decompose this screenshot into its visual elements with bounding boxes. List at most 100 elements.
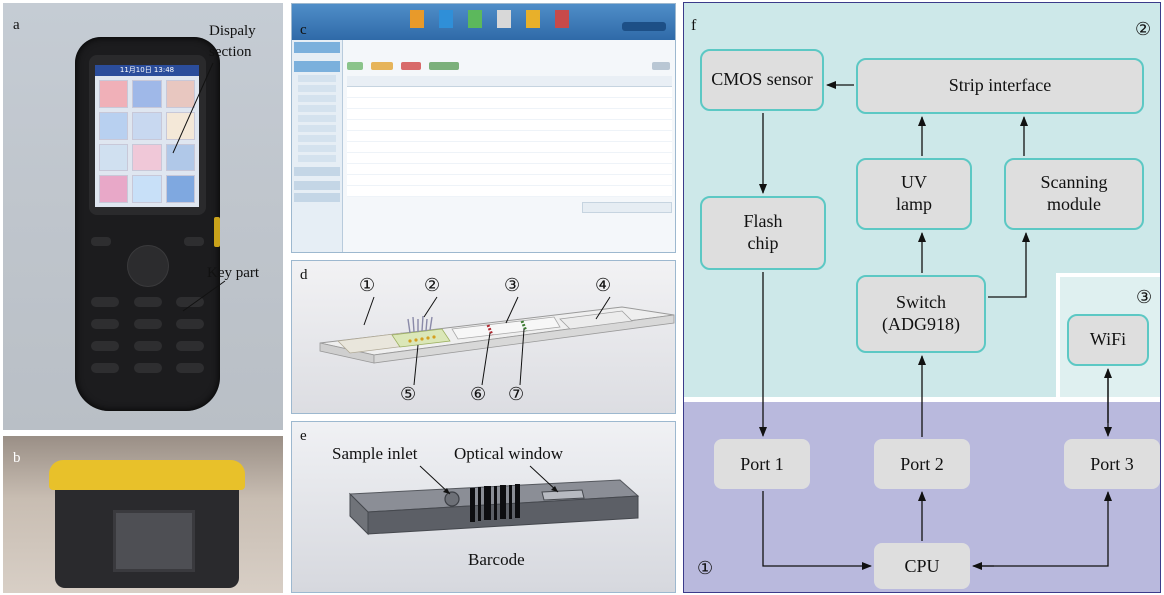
- screen-app-icon: [132, 111, 162, 140]
- header-icon: [439, 10, 453, 28]
- cpu-box: CPU: [874, 543, 970, 589]
- toolbar: [347, 60, 672, 72]
- region-2-marker: ②: [1135, 19, 1152, 40]
- device-keypad: [87, 227, 208, 397]
- header-icon: [555, 10, 569, 28]
- optical-window-arrowhead: [551, 486, 558, 492]
- absorbent-pad: [559, 310, 633, 330]
- display-section-label: Dispaly section: [209, 23, 256, 60]
- uv-lamp-box: UV lamp: [856, 158, 972, 230]
- sample-inlet-label: Sample inlet: [332, 444, 418, 463]
- scanning-module-box: Scanning module: [1004, 158, 1144, 230]
- table-body: [347, 87, 672, 197]
- header-icon: [468, 10, 482, 28]
- scanning-module-line-2: module: [1047, 194, 1101, 214]
- table-header: [347, 76, 672, 87]
- test-strip-drawing: [319, 296, 675, 386]
- panel-a-letter: a: [13, 17, 20, 33]
- conjugate-dots: [408, 335, 436, 343]
- region-3-marker: ③: [1136, 287, 1153, 308]
- panel-e-letter: e: [300, 428, 307, 444]
- handheld-device: 11月10日 13:48: [75, 37, 220, 411]
- port-2-box: Port 2: [874, 439, 970, 489]
- sample-inlet-arrowhead: [443, 488, 450, 494]
- panel-d: d ① ② ③ ④ ⑤ ⑥ ⑦: [291, 260, 676, 414]
- device-screen: 11月10日 13:48: [95, 65, 199, 207]
- sample-inlet-hole: [444, 491, 460, 507]
- screen-app-icon: [99, 143, 129, 172]
- sample-inlet-leader: [419, 465, 451, 495]
- panel-b: b: [3, 436, 283, 593]
- device-yellow-cap: [49, 460, 245, 490]
- barcode-label: Barcode: [468, 550, 525, 569]
- uv-lamp-line-1: UV: [901, 172, 927, 193]
- flash-chip-line-1: Flash: [743, 211, 783, 232]
- screen-app-icon: [165, 111, 195, 140]
- port-1-box: Port 1: [714, 439, 810, 489]
- screen-app-icon: [99, 80, 129, 108]
- key-row: [91, 319, 204, 331]
- arrow-cpu-to-port3: [974, 491, 1112, 567]
- region-1-marker: ①: [697, 558, 714, 579]
- strip-marker-6: ⑥: [470, 384, 487, 405]
- switch-adg918-box: Switch (ADG918): [856, 275, 986, 353]
- switch-line-1: Switch: [895, 292, 946, 313]
- panel-a: a 11月10日 13:48: [3, 3, 283, 430]
- panel-b-letter: b: [13, 450, 21, 466]
- key-part-label: Key part: [207, 265, 260, 281]
- screen-app-icon: [165, 143, 195, 172]
- screen-app-icon: [132, 80, 162, 108]
- header-icon: [410, 10, 424, 28]
- header-icon: [497, 10, 511, 28]
- flash-chip-box: Flash chip: [700, 196, 826, 270]
- switch-line-2: (ADG918): [882, 314, 960, 334]
- screen-app-icon: [165, 175, 195, 203]
- test-line: [486, 324, 494, 336]
- dpad: [127, 245, 169, 287]
- conjugate-bristles: [407, 315, 433, 334]
- pagination: [582, 202, 672, 213]
- header-user-area: [622, 22, 666, 31]
- key-row: [91, 237, 204, 249]
- strip-marker-3: ③: [504, 275, 521, 296]
- arrow-switch-to-scan: [988, 232, 1030, 298]
- screen-app-icon: [165, 80, 195, 108]
- screen-app-icon: [132, 175, 162, 203]
- screen-icon-grid: [99, 80, 195, 203]
- screen-app-icon: [132, 143, 162, 172]
- app-header-bar: [292, 4, 675, 40]
- strip-marker-1: ①: [359, 275, 376, 296]
- panel-c-letter: c: [300, 22, 307, 38]
- port-3-box: Port 3: [1064, 439, 1160, 489]
- uv-lamp-line-2: lamp: [896, 194, 932, 214]
- strip-interface-box: Strip interface: [856, 58, 1144, 114]
- wifi-box: WiFi: [1067, 314, 1149, 366]
- panel-f-diagram: f ② ③ ① CMOS sensor Strip interface UV l…: [683, 2, 1161, 593]
- leader-lines: [363, 296, 611, 386]
- panel-d-letter: d: [300, 267, 308, 283]
- strip-marker-7: ⑦: [508, 384, 525, 405]
- side-grip: [214, 217, 220, 247]
- screen-app-icon: [99, 111, 129, 140]
- key-leader-line: [182, 280, 226, 312]
- key-row: [91, 341, 204, 353]
- scanner-window: [113, 510, 195, 572]
- key-row: [91, 297, 204, 309]
- optical-window-leader: [529, 465, 559, 493]
- scanning-module-line-1: Scanning: [1040, 172, 1108, 193]
- cassette-left: [349, 492, 369, 536]
- strip-marker-4: ④: [595, 275, 612, 296]
- panel-f-letter: f: [691, 17, 697, 34]
- optical-window-label: Optical window: [454, 444, 564, 463]
- display-leader-line: [172, 62, 214, 154]
- screen-app-icon: [99, 175, 129, 203]
- cassette-drawing: [348, 465, 640, 536]
- strip-marker-5: ⑤: [400, 384, 417, 405]
- arrow-port1-to-cpu: [762, 491, 872, 570]
- panel-c: c: [291, 3, 676, 253]
- key-row: [91, 363, 204, 375]
- panel-e: e Sample inlet Optical window Barcode: [291, 421, 676, 593]
- app-sidebar: [292, 40, 343, 252]
- header-icon: [526, 10, 540, 28]
- barcode-bars: [470, 484, 520, 522]
